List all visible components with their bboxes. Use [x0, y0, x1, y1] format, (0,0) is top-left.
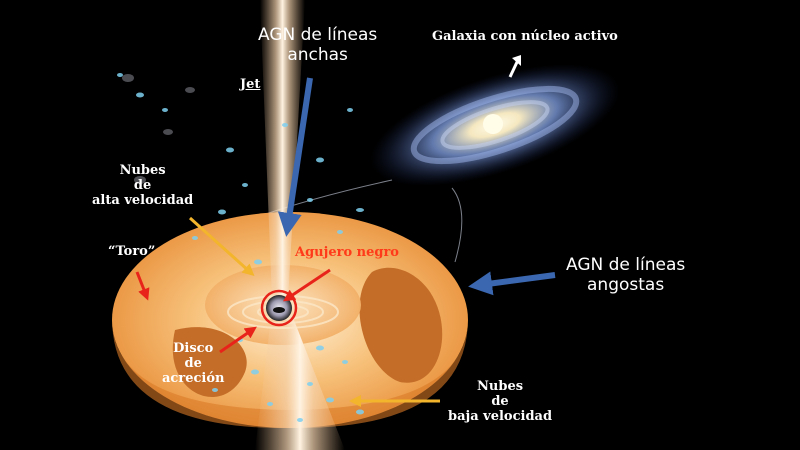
- label-torus-text: “Toro”: [108, 244, 156, 259]
- label-high-velocity: Nubes de alta velocidad: [92, 163, 194, 209]
- galaxy-image: [370, 64, 620, 186]
- arrow-accretion-disk: [219, 326, 257, 354]
- label-accretion-disk-line3: acreción: [162, 370, 225, 386]
- label-high-velocity-line2: de: [133, 177, 152, 193]
- label-low-velocity-line2: de: [491, 393, 509, 409]
- jet: [255, 0, 345, 450]
- label-agn-narrow: AGN de líneas angostas: [566, 255, 686, 295]
- black-hole: [260, 289, 298, 327]
- label-agn-broad-line1: AGN de líneas: [258, 25, 378, 45]
- label-accretion-disk: Disco de acreción: [162, 341, 225, 387]
- label-jet: Jet: [240, 77, 261, 93]
- label-galaxy-text: Galaxia con núcleo activo: [432, 29, 618, 44]
- label-agn-broad-line2: anchas: [287, 44, 348, 65]
- label-low-velocity: Nubes de baja velocidad: [448, 379, 553, 425]
- dust-clouds: [122, 74, 195, 184]
- arrow-narrow-line: [468, 271, 556, 296]
- label-torus: “Toro”: [108, 244, 156, 260]
- arrow-high-velocity: [188, 216, 255, 277]
- label-agn-narrow-line1: AGN de líneas: [566, 255, 686, 275]
- label-agn-narrow-line2: angostas: [587, 274, 665, 295]
- galaxy-pointer-arrow: [508, 55, 521, 78]
- gas-clouds: [117, 73, 364, 422]
- label-galaxy: Galaxia con núcleo activo: [432, 29, 618, 45]
- label-black-hole: Agujero negro: [295, 245, 399, 261]
- label-high-velocity-line1: Nubes: [119, 163, 166, 178]
- label-accretion-disk-line2: de: [184, 355, 202, 371]
- label-agn-broad: AGN de líneas anchas: [258, 25, 378, 65]
- label-black-hole-text: Agujero negro: [295, 245, 399, 260]
- torus-shape: [112, 212, 468, 429]
- arrow-broad-line: [277, 77, 313, 237]
- label-jet-text: Jet: [240, 77, 261, 92]
- arrow-torus: [135, 271, 150, 301]
- arrow-black-hole: [283, 268, 331, 302]
- label-high-velocity-line3: alta velocidad: [92, 192, 194, 208]
- label-low-velocity-line1: Nubes: [477, 379, 524, 394]
- label-low-velocity-line3: baja velocidad: [448, 408, 553, 424]
- label-accretion-disk-line1: Disco: [173, 341, 214, 356]
